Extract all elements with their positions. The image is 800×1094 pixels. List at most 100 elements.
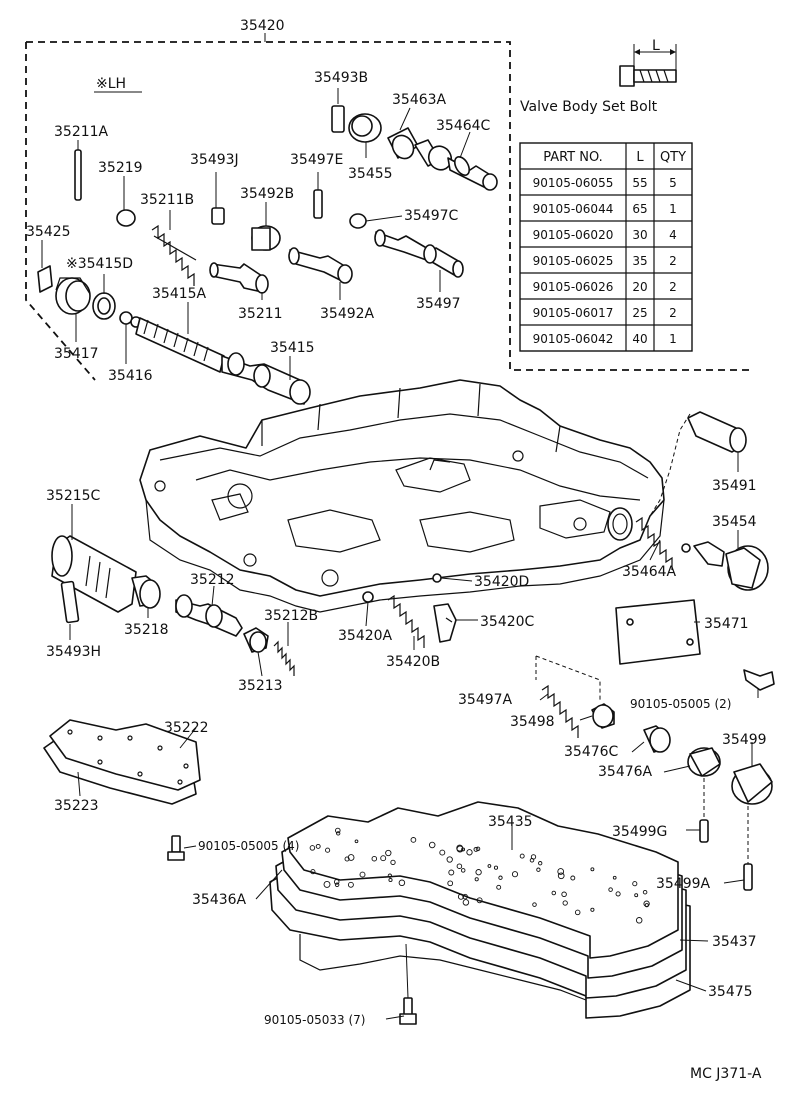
plate-hole <box>473 846 479 852</box>
plate-hole <box>475 869 482 876</box>
part-35454 <box>681 541 769 591</box>
callout-35493H: 35493H <box>46 644 101 660</box>
callout-35219: 35219 <box>98 160 143 176</box>
callout-35493B: 35493B <box>314 70 368 86</box>
plate-hole <box>336 831 341 836</box>
part-35493B <box>331 105 345 133</box>
part-35219 <box>116 209 136 227</box>
plate-hole <box>410 837 417 843</box>
plate-hole <box>335 827 341 834</box>
plate-hole <box>448 869 455 876</box>
table-cell-r5-c2: 2 <box>669 306 677 320</box>
plate-hole <box>487 864 492 868</box>
callout-35420C: 35420C <box>480 614 535 630</box>
part-35492B <box>251 225 281 251</box>
part-35420D <box>432 573 442 583</box>
plate-hole <box>462 899 470 906</box>
part-35497E <box>313 189 323 219</box>
set-bolt-illustration <box>619 44 677 87</box>
table-cell-r0-c2: 5 <box>669 176 677 190</box>
lower-valve-body-plates <box>269 801 691 1019</box>
callout-35222: 35222 <box>164 720 209 736</box>
callout-35420D: 35420D <box>474 574 529 590</box>
part-35498 <box>591 703 615 729</box>
callout-35211B: 35211B <box>140 192 194 208</box>
callout-35497: 35497 <box>416 296 461 312</box>
part-35213 <box>243 627 269 653</box>
callout-35497E: 35497E <box>290 152 343 168</box>
callout-35436A: 35436A <box>192 892 247 908</box>
callout-35435: 35435 <box>488 814 533 830</box>
callout-35475: 35475 <box>708 984 753 1000</box>
plate-hole <box>462 893 468 900</box>
assembly-boundary-left <box>25 42 96 381</box>
table-header-1: L <box>636 150 644 165</box>
callout-35498: 35498 <box>510 714 555 730</box>
part-35471 <box>615 599 701 665</box>
table-cell-r5-c1: 25 <box>632 306 647 320</box>
part-35499A <box>743 863 753 891</box>
table-cell-r1-c2: 1 <box>669 202 677 216</box>
callout-35420B: 35420B <box>386 654 440 670</box>
part-35499 <box>731 763 773 805</box>
plate-hole <box>390 859 396 866</box>
callout-35499A: 35499A <box>656 876 711 892</box>
callout-35223: 35223 <box>54 798 99 814</box>
table-cell-r3-c0: 90105-06025 <box>533 254 614 268</box>
plate-hole <box>498 875 503 880</box>
bolt-90105-05033-7 <box>399 997 417 1025</box>
plate-hole <box>323 880 331 888</box>
part-35492A <box>288 247 353 284</box>
callout-35455: 35455 <box>348 166 393 182</box>
plate-hole <box>562 900 568 906</box>
plate-hole <box>439 849 446 856</box>
part-35415A <box>135 317 225 373</box>
plate-hole <box>460 868 466 873</box>
part-35464C <box>447 156 498 191</box>
table-cell-r6-c1: 40 <box>632 332 647 346</box>
callout-35415D: ※35415D <box>66 256 133 272</box>
part-35215C <box>51 535 137 613</box>
part-35493H <box>60 580 80 624</box>
table-cell-r4-c2: 2 <box>669 280 677 294</box>
callout-35464A: 35464A <box>622 564 677 580</box>
part-35497A <box>541 684 579 738</box>
callout-35491: 35491 <box>712 478 757 494</box>
part-35211A <box>74 149 82 201</box>
callout-35492B: 35492B <box>240 186 294 202</box>
part-35420B <box>387 594 425 648</box>
part-35464A <box>635 516 673 570</box>
table-cell-r6-c0: 90105-06042 <box>533 332 614 346</box>
table-cell-r1-c1: 65 <box>632 202 647 216</box>
callout-35497C: 35497C <box>404 208 459 224</box>
callout-35454: 35454 <box>712 514 757 530</box>
table-cell-r5-c0: 90105-06017 <box>533 306 614 320</box>
table-cell-r4-c0: 90105-06026 <box>533 280 614 294</box>
callout-90105-05005-2: 90105-05005 (2) <box>630 697 732 711</box>
plate-hole <box>536 867 541 872</box>
plate-hole <box>496 884 502 890</box>
plate-hole <box>354 839 359 844</box>
table-cell-r0-c1: 55 <box>632 176 647 190</box>
part-35212B <box>273 640 295 676</box>
plate-hole <box>612 875 617 880</box>
plate-hole <box>325 847 331 853</box>
leader-lines <box>41 88 759 1020</box>
plate-hole <box>359 871 366 878</box>
plate-hole <box>309 845 316 851</box>
callout-35499: 35499 <box>722 732 767 748</box>
lh-note: ※LH <box>96 76 126 92</box>
part-35425 <box>37 265 53 293</box>
plate-hole <box>532 902 537 907</box>
callout-35497A: 35497A <box>458 692 513 708</box>
part-35493J <box>211 207 225 225</box>
plate-hole <box>529 858 535 863</box>
callout-35476C: 35476C <box>564 744 619 760</box>
table-cell-r4-c1: 20 <box>632 280 647 294</box>
callout-35215C: 35215C <box>46 488 101 504</box>
plate-hole <box>476 897 483 904</box>
callout-35437: 35437 <box>712 934 757 950</box>
callout-35211A: 35211A <box>54 124 109 140</box>
plate-hole <box>551 890 557 896</box>
